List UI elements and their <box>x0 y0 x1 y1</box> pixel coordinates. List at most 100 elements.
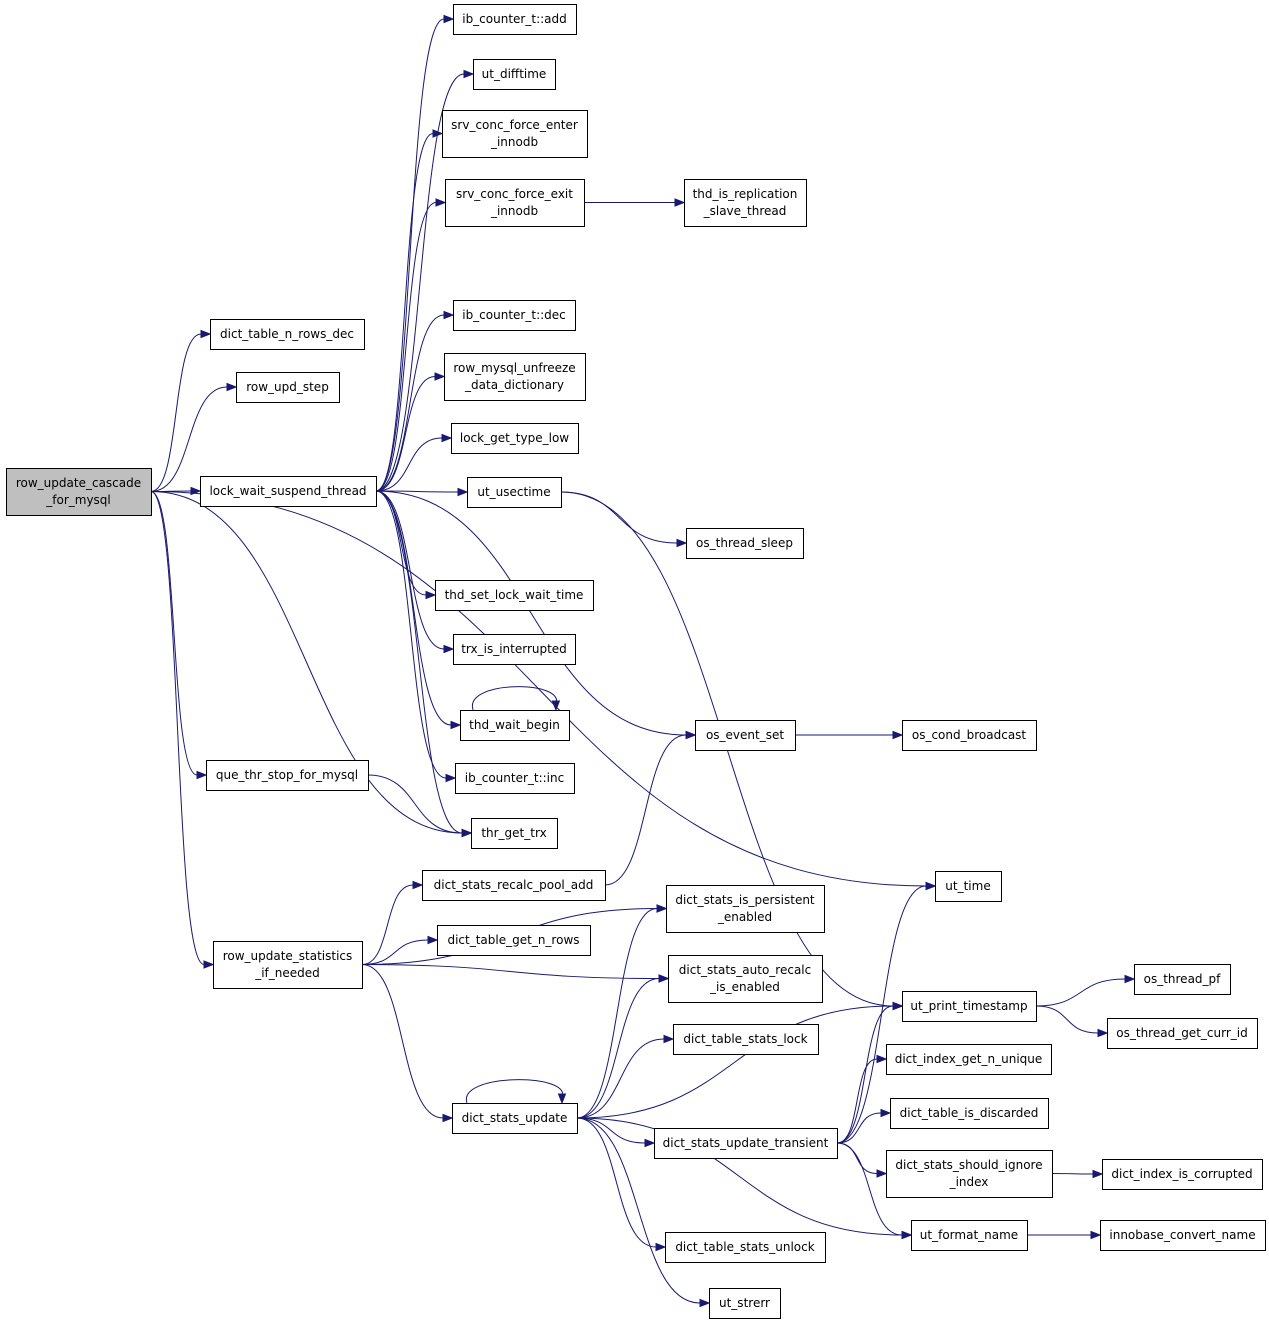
node-dict-stats-auto-recalc-is-enabled[interactable]: dict_stats_auto_recalc_is_enabled <box>668 955 823 1003</box>
node-box <box>654 1128 838 1159</box>
arrowhead <box>658 974 670 983</box>
node-lock-wait-suspend-thread[interactable]: lock_wait_suspend_thread <box>200 476 377 507</box>
node-ut-difftime[interactable]: ut_difftime <box>473 59 556 90</box>
node-ut-format-name[interactable]: ut_format_name <box>911 1220 1028 1251</box>
node-ib-counter-inc[interactable]: ib_counter_t::inc <box>455 763 575 794</box>
node-dict-table-is-discarded[interactable]: dict_table_is_discarded <box>890 1098 1049 1129</box>
node-dict-index-is-corrupted[interactable]: dict_index_is_corrupted <box>1102 1159 1263 1190</box>
node-dict-table-stats-lock[interactable]: dict_table_stats_lock <box>673 1024 819 1055</box>
node-box <box>709 1288 781 1319</box>
node-os-thread-pf[interactable]: os_thread_pf <box>1134 964 1231 995</box>
node-lock-get-type-low[interactable]: lock_get_type_low <box>451 423 579 454</box>
node-box <box>460 710 570 741</box>
node-srv-conc-force-exit-innodb[interactable]: srv_conc_force_exit_innodb <box>445 179 585 227</box>
edge-ut-print-timestamp-to-os-thread-get-curr-id <box>1035 1005 1099 1034</box>
edge-lock-wait-suspend-thread-to-ut-usectime <box>375 490 459 493</box>
edge-row-update-cascade-for-mysql-to-row-upd-step <box>150 386 228 492</box>
node-label: trx_is_interrupted <box>461 642 567 656</box>
node-que-thr-stop-for-mysql[interactable]: que_thr_stop_for_mysql <box>206 760 369 791</box>
node-label: _innodb <box>490 135 538 149</box>
arrowhead <box>200 329 212 339</box>
edge-thd-wait-begin-to-thd-wait-begin <box>472 686 557 711</box>
node-box <box>442 110 588 158</box>
node-box <box>666 885 825 933</box>
node-os-thread-sleep[interactable]: os_thread_sleep <box>686 528 804 559</box>
node-dict-stats-update[interactable]: dict_stats_update <box>452 1103 578 1134</box>
node-os-cond-broadcast[interactable]: os_cond_broadcast <box>902 720 1037 751</box>
node-label: ut_strerr <box>719 1296 770 1310</box>
node-ut-usectime[interactable]: ut_usectime <box>467 477 562 508</box>
arrowhead <box>443 644 455 654</box>
node-thd-is-replication-slave-thread[interactable]: thd_is_replication_slave_thread <box>684 179 807 227</box>
node-label: _for_mysql <box>45 493 111 507</box>
node-ib-counter-dec[interactable]: ib_counter_t::dec <box>453 300 576 331</box>
node-dict-stats-is-persistent-enabled[interactable]: dict_stats_is_persistent_enabled <box>666 885 825 933</box>
node-label: _slave_thread <box>703 204 787 218</box>
node-box <box>435 580 594 611</box>
node-label: thd_wait_begin <box>469 718 560 732</box>
node-box <box>210 319 365 350</box>
node-thd-wait-begin[interactable]: thd_wait_begin <box>460 710 570 741</box>
arrowhead <box>442 1113 454 1123</box>
arrowhead <box>685 730 697 740</box>
node-dict-index-get-n-unique[interactable]: dict_index_get_n_unique <box>886 1044 1052 1075</box>
edge-dict-stats-update-to-dict-table-stats-unlock <box>576 1117 657 1248</box>
edge-lock-wait-suspend-thread-to-thr-get-trx <box>375 490 463 834</box>
edge-lock-wait-suspend-thread-to-ib-counter-add <box>375 18 445 492</box>
edge-dict-stats-update-to-ut-strerr <box>576 1117 701 1304</box>
arrowhead <box>450 720 462 730</box>
arrowhead <box>427 935 439 945</box>
node-os-event-set[interactable]: os_event_set <box>695 720 796 751</box>
node-thr-get-trx[interactable]: thr_get_trx <box>471 818 558 849</box>
node-trx-is-interrupted[interactable]: trx_is_interrupted <box>453 634 576 665</box>
arrowhead <box>412 880 424 890</box>
edge-lock-wait-suspend-thread-to-os-event-set <box>375 490 687 736</box>
node-row-mysql-unfreeze-data-dictionary[interactable]: row_mysql_unfreeze_data_dictionary <box>444 353 586 401</box>
edge-lock-wait-suspend-thread-to-row-mysql-unfreeze-data-dictionary <box>375 376 436 492</box>
node-row-upd-step[interactable]: row_upd_step <box>236 372 340 403</box>
node-box <box>422 870 606 901</box>
node-dict-stats-update-transient[interactable]: dict_stats_update_transient <box>654 1128 838 1159</box>
edge-lock-wait-suspend-thread-to-lock-get-type-low <box>375 437 443 492</box>
node-label: lock_wait_suspend_thread <box>209 484 366 498</box>
node-label: dict_index_is_corrupted <box>1111 1167 1252 1181</box>
edge-dict-stats-update-to-dict-stats-auto-recalc-is-enabled <box>576 978 660 1119</box>
node-ut-strerr[interactable]: ut_strerr <box>709 1288 781 1319</box>
node-thd-set-lock-wait-time[interactable]: thd_set_lock_wait_time <box>435 580 594 611</box>
node-dict-table-get-n-rows[interactable]: dict_table_get_n_rows <box>437 925 591 956</box>
node-label: que_thr_stop_for_mysql <box>216 768 358 782</box>
node-box <box>445 179 585 227</box>
node-row-update-cascade-for-mysql[interactable]: row_update_cascade_for_mysql <box>6 468 152 516</box>
node-ut-time[interactable]: ut_time <box>935 871 1002 902</box>
node-box <box>206 760 369 791</box>
arrowhead <box>441 433 453 443</box>
arrowhead <box>644 1138 656 1148</box>
nodes-layer: row_update_cascade_for_mysql dict_table_n… <box>6 4 1266 1319</box>
node-row-update-statistics-if-needed[interactable]: row_update_statistics_if_needed <box>213 941 363 989</box>
edges-layer <box>150 14 1136 1308</box>
edge-row-update-cascade-for-mysql-to-thr-get-trx <box>150 491 463 834</box>
arrowhead <box>435 198 447 207</box>
node-dict-stats-recalc-pool-add[interactable]: dict_stats_recalc_pool_add <box>422 870 606 901</box>
node-label: os_thread_sleep <box>696 536 793 550</box>
node-innobase-convert-name[interactable]: innobase_convert_name <box>1100 1220 1266 1251</box>
node-ut-print-timestamp[interactable]: ut_print_timestamp <box>902 991 1037 1022</box>
node-dict-table-stats-unlock[interactable]: dict_table_stats_unlock <box>665 1232 826 1263</box>
edge-lock-wait-suspend-thread-to-ib-counter-inc <box>375 490 447 779</box>
node-label: row_upd_step <box>246 380 329 394</box>
edge-row-update-statistics-if-needed-to-dict-table-get-n-rows <box>361 939 429 965</box>
edge-lock-wait-suspend-thread-to-srv-conc-force-enter-innodb <box>375 133 434 492</box>
node-ib-counter-add[interactable]: ib_counter_t::add <box>453 4 577 35</box>
arrowhead <box>551 700 561 712</box>
edge-row-update-statistics-if-needed-to-dict-stats-update <box>361 964 444 1119</box>
arrowhead <box>876 1169 888 1178</box>
node-box <box>236 372 340 403</box>
node-box <box>902 720 1037 751</box>
node-srv-conc-force-enter-innodb[interactable]: srv_conc_force_enter_innodb <box>442 110 588 158</box>
arrowhead <box>190 486 202 496</box>
node-dict-table-n-rows-dec[interactable]: dict_table_n_rows_dec <box>210 319 365 350</box>
node-dict-stats-should-ignore-index[interactable]: dict_stats_should_ignore_index <box>886 1150 1053 1198</box>
node-os-thread-get-curr-id[interactable]: os_thread_get_curr_id <box>1107 1018 1258 1049</box>
node-label: _data_dictionary <box>464 378 564 392</box>
edge-row-update-cascade-for-mysql-to-row-update-statistics-if-needed <box>150 491 205 965</box>
